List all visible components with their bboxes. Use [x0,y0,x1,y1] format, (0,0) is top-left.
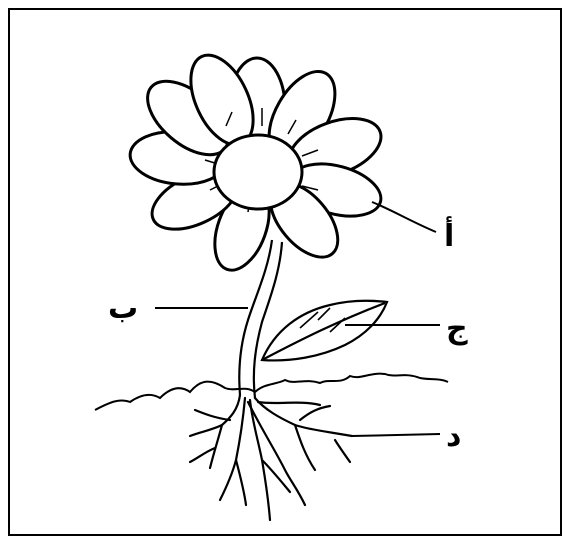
pointer-line-a [372,202,436,232]
label-c: ج [446,311,468,346]
ground-line [95,374,448,410]
leaf [262,301,387,361]
pointer-line-d [352,434,440,436]
label-b: ب [108,291,138,326]
roots [190,395,352,520]
label-d: د [446,419,461,454]
flower-center [214,135,302,209]
label-a: أ [444,216,454,254]
